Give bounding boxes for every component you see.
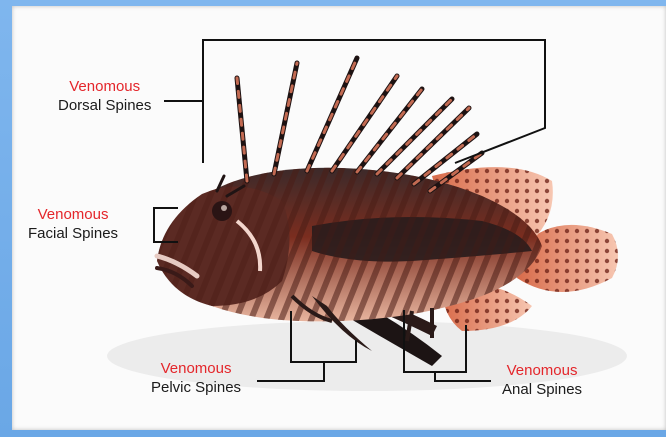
dorsal-spines-label: Venomous Dorsal Spines <box>58 78 151 116</box>
facial-venom-text: Venomous <box>28 206 118 225</box>
anal-part-text: Anal Spines <box>502 381 582 400</box>
dorsal-part-text: Dorsal Spines <box>58 97 151 116</box>
pelvic-venom-text: Venomous <box>151 360 241 379</box>
dorsal-venom-text: Venomous <box>58 78 151 97</box>
facial-part-text: Facial Spines <box>28 225 118 244</box>
pelvic-part-text: Pelvic Spines <box>151 379 241 398</box>
facial-spines-label: Venomous Facial Spines <box>28 206 118 244</box>
pelvic-spines-label: Venomous Pelvic Spines <box>151 360 241 398</box>
anal-venom-text: Venomous <box>502 362 582 381</box>
anal-spines-label: Venomous Anal Spines <box>502 362 582 400</box>
